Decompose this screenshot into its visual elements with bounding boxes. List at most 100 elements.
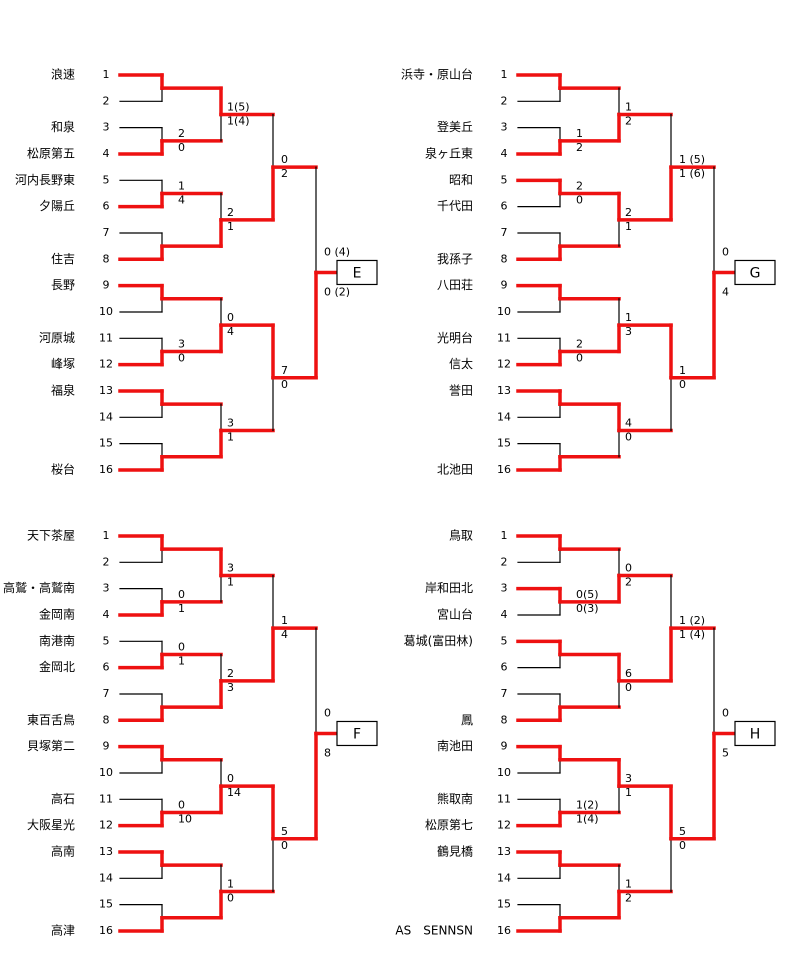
score-label: 0(3) <box>576 602 599 615</box>
score-label: 2 <box>625 575 632 588</box>
team-name: 熊取南 <box>437 791 473 806</box>
seed-number: 9 <box>501 740 508 753</box>
winner-box-label: F <box>353 726 361 742</box>
seed-number: 11 <box>497 792 511 805</box>
score-label: 0 <box>227 772 234 785</box>
score-label: 0 <box>227 311 234 324</box>
team-name: 我孫子 <box>437 252 473 266</box>
score-label: 5 <box>722 746 729 759</box>
score-label: 0 (2) <box>324 285 350 298</box>
score-label: 1 <box>625 220 632 233</box>
winner-box <box>734 720 776 747</box>
score-label: 0(5) <box>576 588 599 601</box>
team-name: 信太 <box>449 356 473 371</box>
score-label: 0 <box>722 706 729 719</box>
score-label: 0 (4) <box>324 245 350 258</box>
seed-number: 10 <box>497 766 511 779</box>
team-name: 浜寺・原山台 <box>401 67 473 82</box>
score-label: 0 <box>679 378 686 391</box>
team-name: 松原第七 <box>425 818 473 832</box>
score-label: 1(2) <box>576 798 599 811</box>
team-name: 住吉 <box>51 252 75 266</box>
seed-number: 3 <box>501 121 508 134</box>
score-label: 2 <box>625 891 632 904</box>
score-label: 0 <box>178 141 185 154</box>
score-label: 3 <box>227 416 234 429</box>
seed-number: 5 <box>501 173 508 186</box>
score-label: 1 <box>227 220 234 233</box>
team-name: 浪速 <box>51 67 75 82</box>
score-label: 0 <box>281 839 288 852</box>
team-name: 河原城 <box>39 331 75 345</box>
score-label: 10 <box>178 812 192 825</box>
seed-number: 15 <box>99 898 113 911</box>
seed-number: 11 <box>99 331 113 344</box>
seed-number: 7 <box>103 687 110 700</box>
team-name: 松原第五 <box>27 146 75 160</box>
score-label: 2 <box>576 337 583 350</box>
seed-number: 2 <box>501 555 508 568</box>
seed-number: 4 <box>103 147 110 160</box>
team-name: 長野 <box>51 278 75 292</box>
score-label: 4 <box>625 416 632 429</box>
seed-number: 13 <box>497 384 511 397</box>
seed-number: 7 <box>501 226 508 239</box>
seed-number: 8 <box>501 252 508 265</box>
team-name: 福泉 <box>51 382 75 397</box>
seed-number: 14 <box>99 410 113 423</box>
score-label: 2 <box>227 206 234 219</box>
seed-number: 9 <box>501 279 508 292</box>
seed-number: 2 <box>103 94 110 107</box>
score-label: 2 <box>625 114 632 127</box>
team-name: 大阪星光 <box>27 818 75 832</box>
seed-number: 13 <box>497 845 511 858</box>
score-label: 0 <box>576 351 583 364</box>
seed-number: 10 <box>99 766 113 779</box>
seed-number: 12 <box>99 358 113 371</box>
team-name: 桜台 <box>51 461 75 476</box>
score-label: 1 <box>625 311 632 324</box>
team-name: 貝塚第二 <box>27 739 75 753</box>
seed-number: 11 <box>497 331 511 344</box>
score-label: 1 <box>227 575 234 588</box>
score-label: 3 <box>227 561 234 574</box>
team-name: 高南 <box>51 843 75 858</box>
score-label: 1 <box>281 614 288 627</box>
team-name: 和泉 <box>51 120 75 134</box>
team-name: 天下茶屋 <box>27 528 75 543</box>
seed-number: 5 <box>103 634 110 647</box>
score-label: 1 <box>679 364 686 377</box>
team-name: 夕陽丘 <box>39 199 75 213</box>
score-label: 0 <box>178 588 185 601</box>
seed-number: 7 <box>501 687 508 700</box>
seed-number: 9 <box>103 279 110 292</box>
team-name: 鳳 <box>461 713 473 727</box>
score-label: 4 <box>281 628 288 641</box>
seed-number: 5 <box>103 173 110 186</box>
team-name: 昭和 <box>449 173 473 187</box>
seed-number: 2 <box>501 94 508 107</box>
winner-box <box>734 259 776 286</box>
score-label: 1 <box>178 654 185 667</box>
score-label: 0 <box>625 681 632 694</box>
score-label: 1 (6) <box>679 167 705 180</box>
score-label: 8 <box>324 746 331 759</box>
seed-number: 7 <box>103 226 110 239</box>
seed-number: 2 <box>103 555 110 568</box>
score-label: 2 <box>625 206 632 219</box>
score-label: 2 <box>178 127 185 140</box>
winner-box <box>336 259 378 286</box>
score-label: 0 <box>227 891 234 904</box>
score-label: 0 <box>281 378 288 391</box>
seed-number: 16 <box>99 924 113 937</box>
team-name: 岸和田北 <box>425 581 473 595</box>
score-label: 4 <box>722 285 729 298</box>
team-name: 泉ヶ丘東 <box>425 146 473 160</box>
score-label: 1 <box>625 877 632 890</box>
score-label: 1 <box>227 430 234 443</box>
score-label: 14 <box>227 786 241 799</box>
